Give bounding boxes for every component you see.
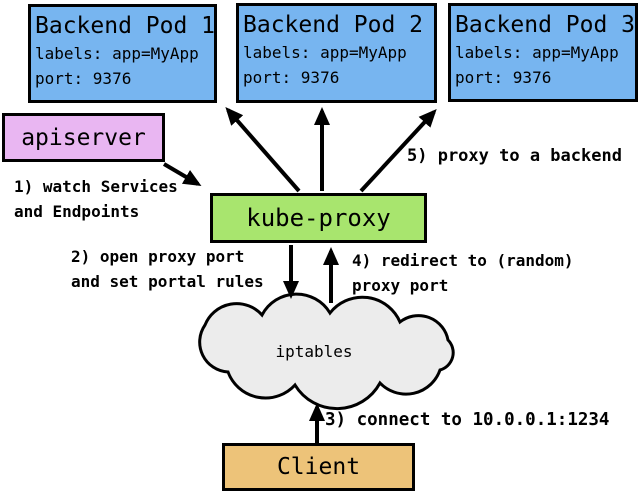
arrow-kubeproxy-to-pod1 — [225, 106, 301, 193]
annotation-step3: 3) connect to 10.0.0.1:1234 — [325, 410, 610, 430]
annotation-step2: 2) open proxy port and set portal rules — [71, 247, 264, 291]
backend-pod-3: Backend Pod 3 labels: app=MyApp port: 93… — [448, 3, 638, 102]
apiserver-node: apiserver — [2, 113, 165, 162]
pod-title: Backend Pod 2 — [243, 12, 424, 38]
backend-pod-2: Backend Pod 2 labels: app=MyApp port: 93… — [236, 3, 437, 103]
pod-port: port: 9376 — [35, 69, 132, 88]
backend-pod-1: Backend Pod 1 labels: app=MyApp port: 93… — [28, 4, 217, 103]
pod-title: Backend Pod 1 — [35, 13, 216, 39]
iptables-cloud — [198, 292, 455, 411]
annotation-step5: 5) proxy to a backend — [407, 146, 622, 166]
annotation-step1: 1) watch Services and Endpoints — [14, 177, 178, 221]
pod-port: port: 9376 — [243, 68, 340, 87]
pod-title: Backend Pod 3 — [455, 12, 636, 38]
pod-port: port: 9376 — [455, 68, 552, 87]
kube-proxy-node: kube-proxy — [210, 193, 427, 243]
pod-labels: labels: app=MyApp — [35, 44, 199, 63]
annotation-step4: 4) redirect to (random) proxy port — [352, 251, 574, 295]
client-node: Client — [222, 443, 415, 491]
pod-labels: labels: app=MyApp — [243, 43, 407, 62]
pod-labels: labels: app=MyApp — [455, 43, 619, 62]
iptables-label: iptables — [275, 342, 352, 361]
